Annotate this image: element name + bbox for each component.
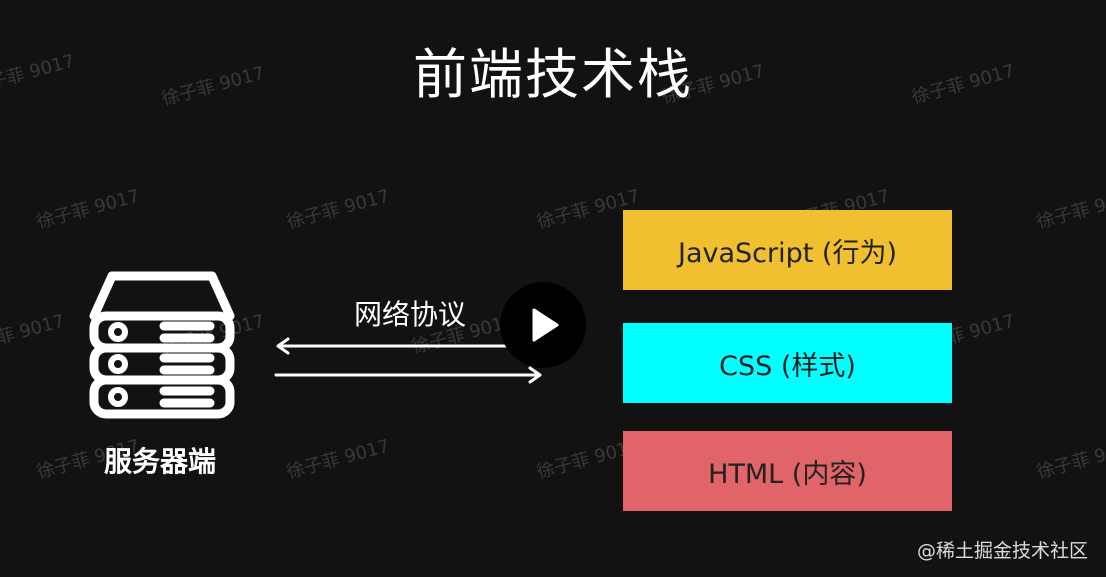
stack-layer-label: HTML (内容) <box>708 458 867 490</box>
watermark: 徐子菲 9017 <box>284 185 392 234</box>
watermark: 徐子菲 9017 <box>284 435 392 484</box>
watermark: 徐子菲 9017 <box>1034 435 1106 484</box>
protocol-arrows <box>274 337 545 384</box>
play-button[interactable] <box>500 282 586 368</box>
watermark: 徐子菲 9017 <box>0 310 67 359</box>
watermark: 徐子菲 9017 <box>1034 185 1106 234</box>
source-credit: @稀土掘金技术社区 <box>916 540 1088 562</box>
server-label: 服务器端 <box>103 445 216 478</box>
play-icon <box>532 308 559 342</box>
stack-layer-javascript: JavaScript (行为) <box>623 210 952 290</box>
stack-layer-html: HTML (内容) <box>623 431 952 511</box>
slide-title: 前端技术栈 <box>413 43 693 106</box>
server-icon <box>89 271 235 419</box>
stack-layer-css: CSS (样式) <box>623 323 952 403</box>
arrow-right-head <box>528 366 542 384</box>
arrow-left-head <box>276 337 290 355</box>
stack-layer-label: JavaScript (行为) <box>678 237 897 269</box>
protocol-label: 网络协议 <box>353 298 466 331</box>
watermark: 徐子菲 9017 <box>34 185 142 234</box>
stack-layer-label: CSS (样式) <box>719 350 856 382</box>
